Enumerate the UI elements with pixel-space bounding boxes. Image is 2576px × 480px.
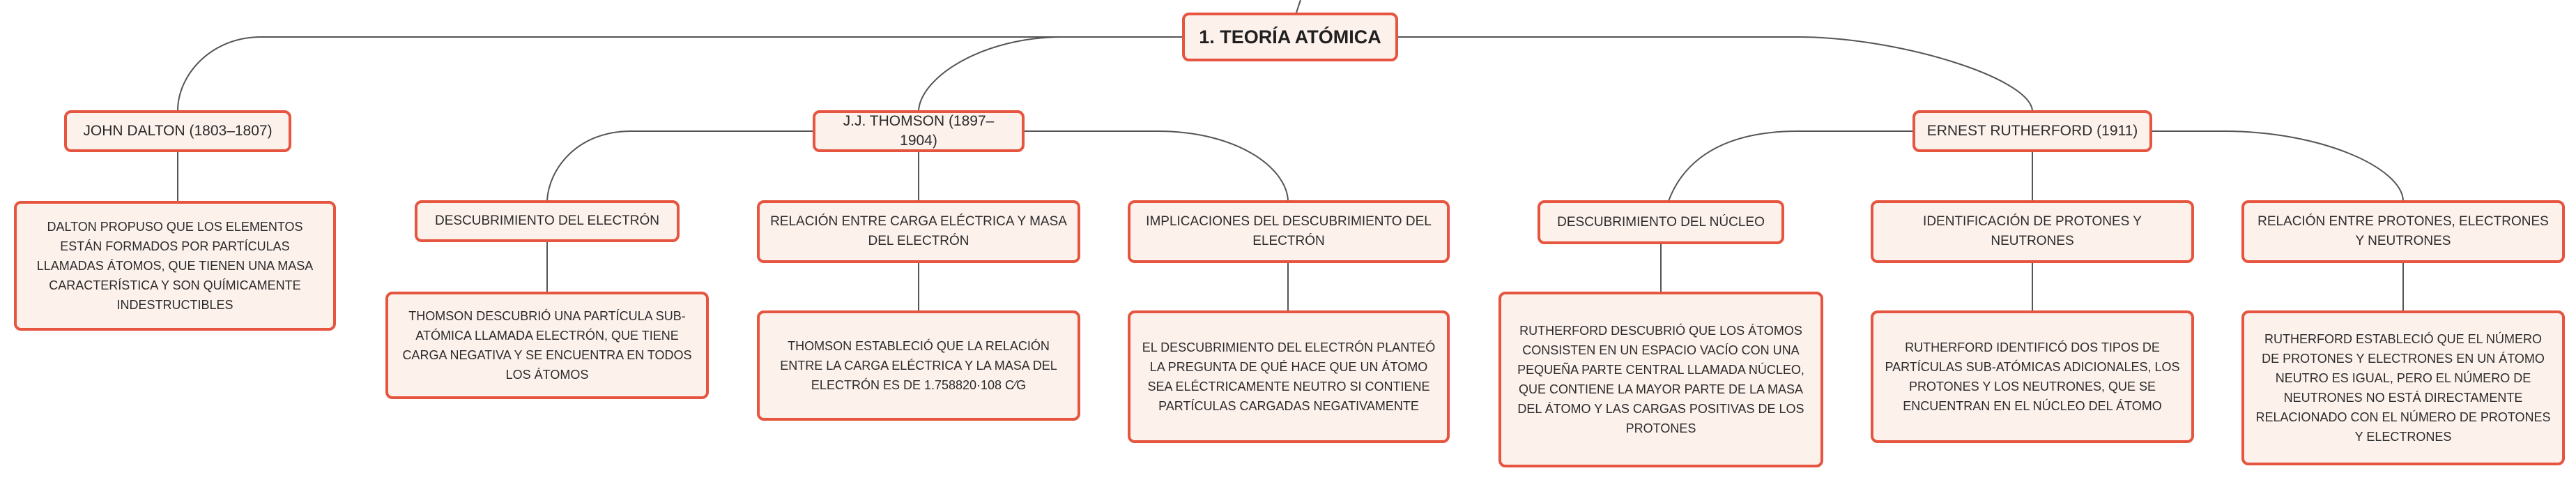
topic-thomson[interactable]: J.J. THOMSON (1897–1904) — [813, 110, 1025, 152]
connector-root-thomson — [918, 36, 1182, 111]
ratio-description[interactable]: THOMSON ESTABLECIÓ QUE LA RELACIÓN ENTRE… — [757, 310, 1080, 421]
topic-dalton[interactable]: JOHN DALTON (1803–1807) — [64, 110, 291, 152]
connector-root-dalton — [177, 36, 1182, 111]
subtopic-relacion-particulas[interactable]: RELACIÓN ENTRE PROTONES, ELECTRONES Y NE… — [2241, 200, 2565, 263]
subtopic-relacion-carga-masa[interactable]: RELACIÓN ENTRE CARGA ELÉCTRICA Y MASA DE… — [757, 200, 1080, 263]
dalton-description[interactable]: DALTON PROPUSO QUE LOS ELEMENTOS ESTÁN F… — [14, 201, 336, 331]
root-topic-teoria-atomica[interactable]: 1. TEORÍA ATÓMICA — [1182, 13, 1398, 61]
topic-rutherford[interactable]: ERNEST RUTHERFORD (1911) — [1912, 110, 2152, 152]
subtopic-protones-neutrones[interactable]: IDENTIFICACIÓN DE PROTONES Y NEUTRONES — [1871, 200, 2194, 263]
subtopic-descubrimiento-electron[interactable]: DESCUBRIMIENTO DEL ELECTRÓN — [415, 200, 680, 242]
relation-description[interactable]: RUTHERFORD ESTABLECIÓ QUE EL NÚMERO DE P… — [2241, 310, 2565, 465]
connector-thomson-electron — [546, 130, 813, 201]
electron-description[interactable]: THOMSON DESCUBRIÓ UNA PARTÍCULA SUB-ATÓM… — [385, 292, 709, 399]
particles-description[interactable]: RUTHERFORD IDENTIFICÓ DOS TIPOS DE PARTÍ… — [1871, 310, 2194, 443]
subtopic-descubrimiento-nucleo[interactable]: DESCUBRIMIENTO DEL NÚCLEO — [1538, 200, 1784, 244]
nucleus-description[interactable]: RUTHERFORD DESCUBRIÓ QUE LOS ÁTOMOS CONS… — [1498, 292, 1823, 467]
connector-root-up — [1296, 0, 1301, 13]
subtopic-implicaciones-electron[interactable]: IMPLICACIONES DEL DESCUBRIMIENTO DEL ELE… — [1128, 200, 1450, 263]
connector-rutherford-relation — [2152, 130, 2404, 201]
connector-root-rutherford — [1398, 36, 2033, 111]
implications-description[interactable]: EL DESCUBRIMIENTO DEL ELECTRÓN PLANTEÓ L… — [1128, 310, 1450, 443]
connector-thomson-implications — [1025, 130, 1289, 201]
